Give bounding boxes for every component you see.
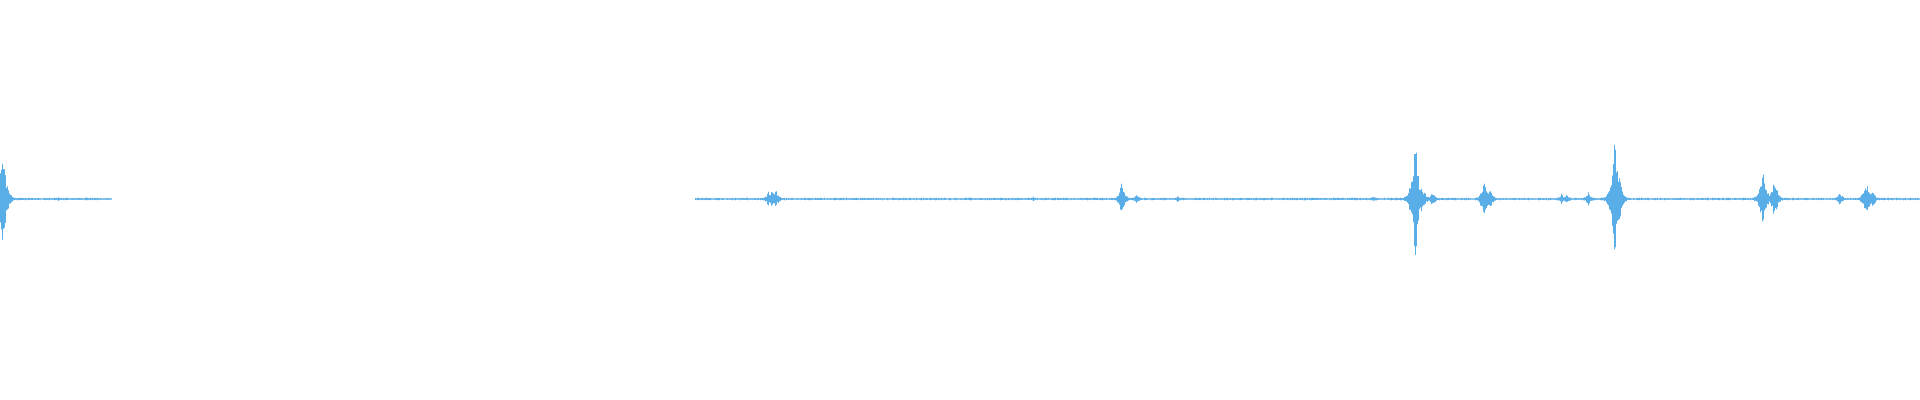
waveform-amplitude <box>0 163 112 240</box>
waveform-segment <box>0 163 112 240</box>
waveform-segment <box>695 144 1920 255</box>
waveform-amplitude <box>695 144 1920 255</box>
